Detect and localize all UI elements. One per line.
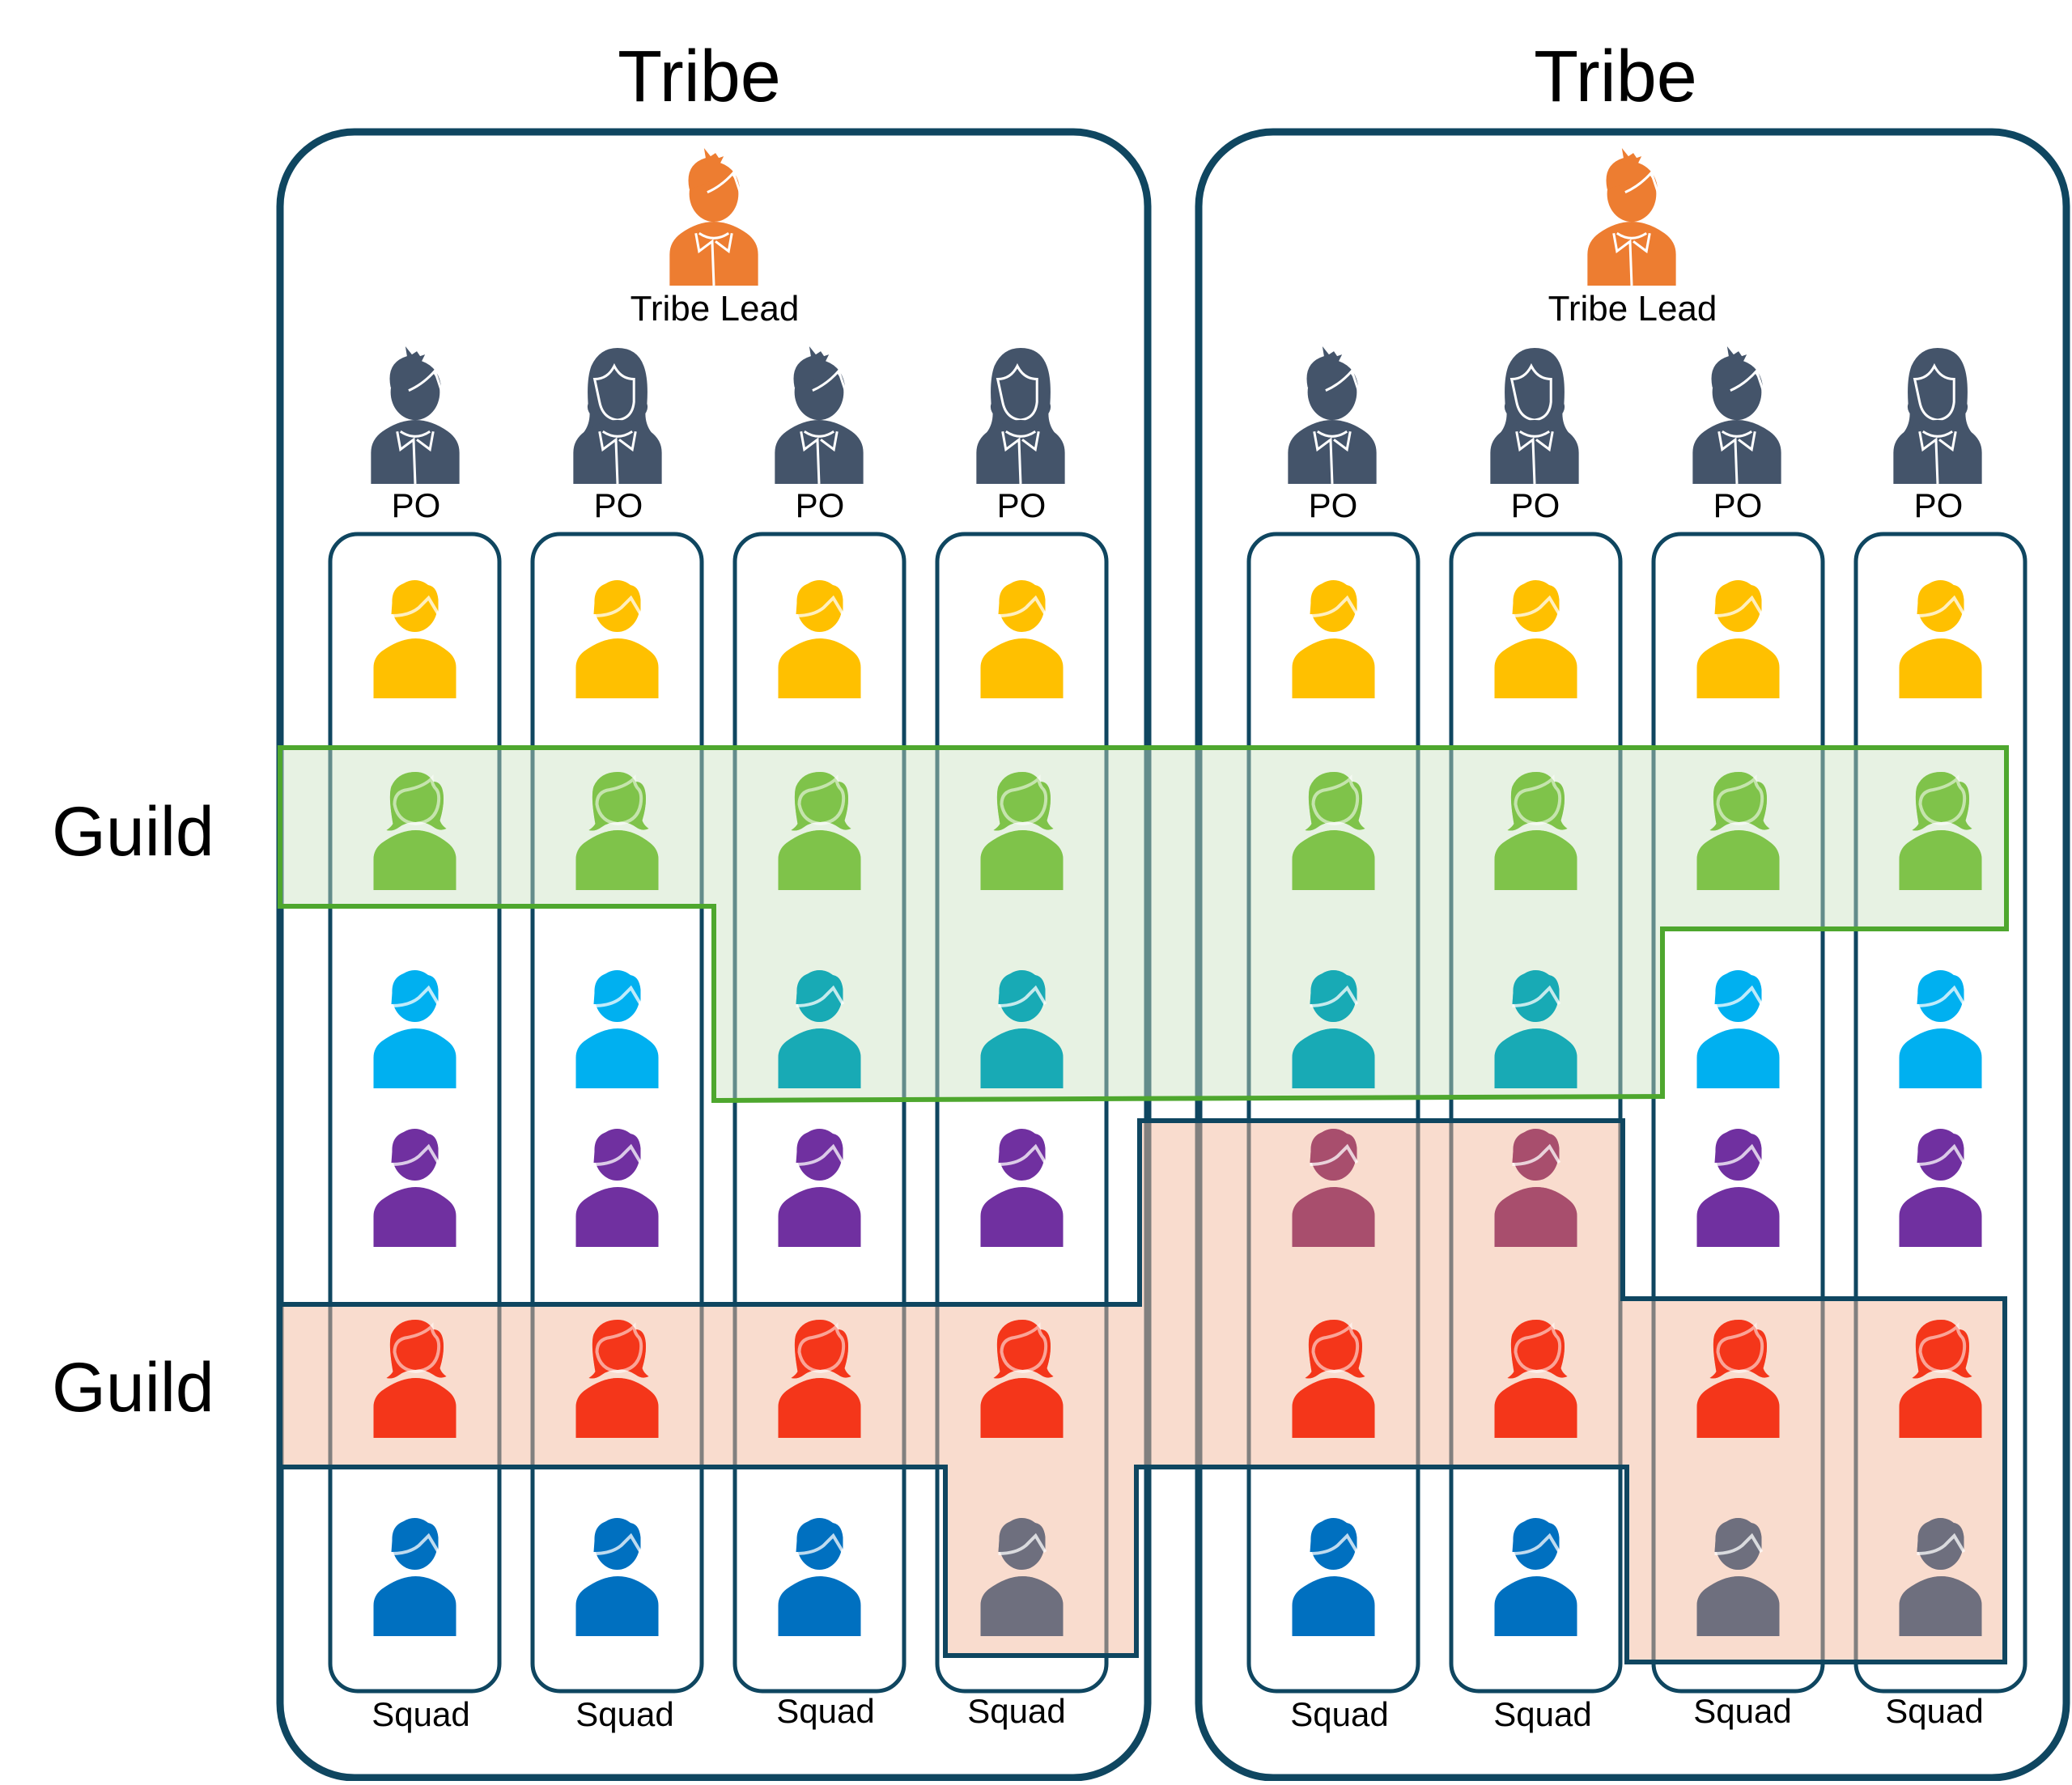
po-label: PO [1510, 486, 1560, 524]
po-label: PO [391, 486, 441, 524]
po-label: PO [996, 486, 1047, 524]
squad-label: Squad [967, 1692, 1066, 1730]
guild-label-green: Guild [52, 793, 214, 871]
tribe-title-2: Tribe [1534, 36, 1697, 117]
guild-label-orange: Guild [52, 1349, 214, 1427]
po-label: PO [1913, 486, 1964, 524]
squad-label: Squad [575, 1695, 674, 1733]
orange-guild-region [278, 1118, 2007, 1664]
squad-column-3 [732, 532, 906, 1694]
guild-overlays [278, 745, 2009, 1664]
squad-column-7 [1651, 532, 1825, 1694]
squad-column-5 [1246, 532, 1420, 1694]
squad-column-2 [530, 532, 704, 1694]
tribe-lead-label-2: Tribe Lead [1548, 289, 1717, 329]
po-label: PO [1713, 486, 1763, 524]
po-label: PO [795, 486, 845, 524]
squad-label: Squad [1493, 1695, 1592, 1733]
tribe-title-1: Tribe [618, 36, 781, 117]
po-label: PO [1308, 486, 1358, 524]
squad-label: Squad [1885, 1692, 1984, 1730]
squad-column-4 [935, 532, 1109, 1694]
green-guild-region [278, 745, 2009, 1104]
squad-column-8 [1853, 532, 2027, 1694]
po-label: PO [593, 486, 643, 524]
squad-column-1 [328, 532, 502, 1694]
squad-columns [328, 532, 2027, 1694]
squad-label: Squad [1290, 1695, 1389, 1733]
squad-label: Squad [1693, 1692, 1792, 1730]
tribe-lead-label-1: Tribe Lead [630, 289, 800, 329]
squad-label: Squad [776, 1692, 875, 1730]
squad-label: Squad [372, 1695, 470, 1733]
squad-column-6 [1449, 532, 1623, 1694]
